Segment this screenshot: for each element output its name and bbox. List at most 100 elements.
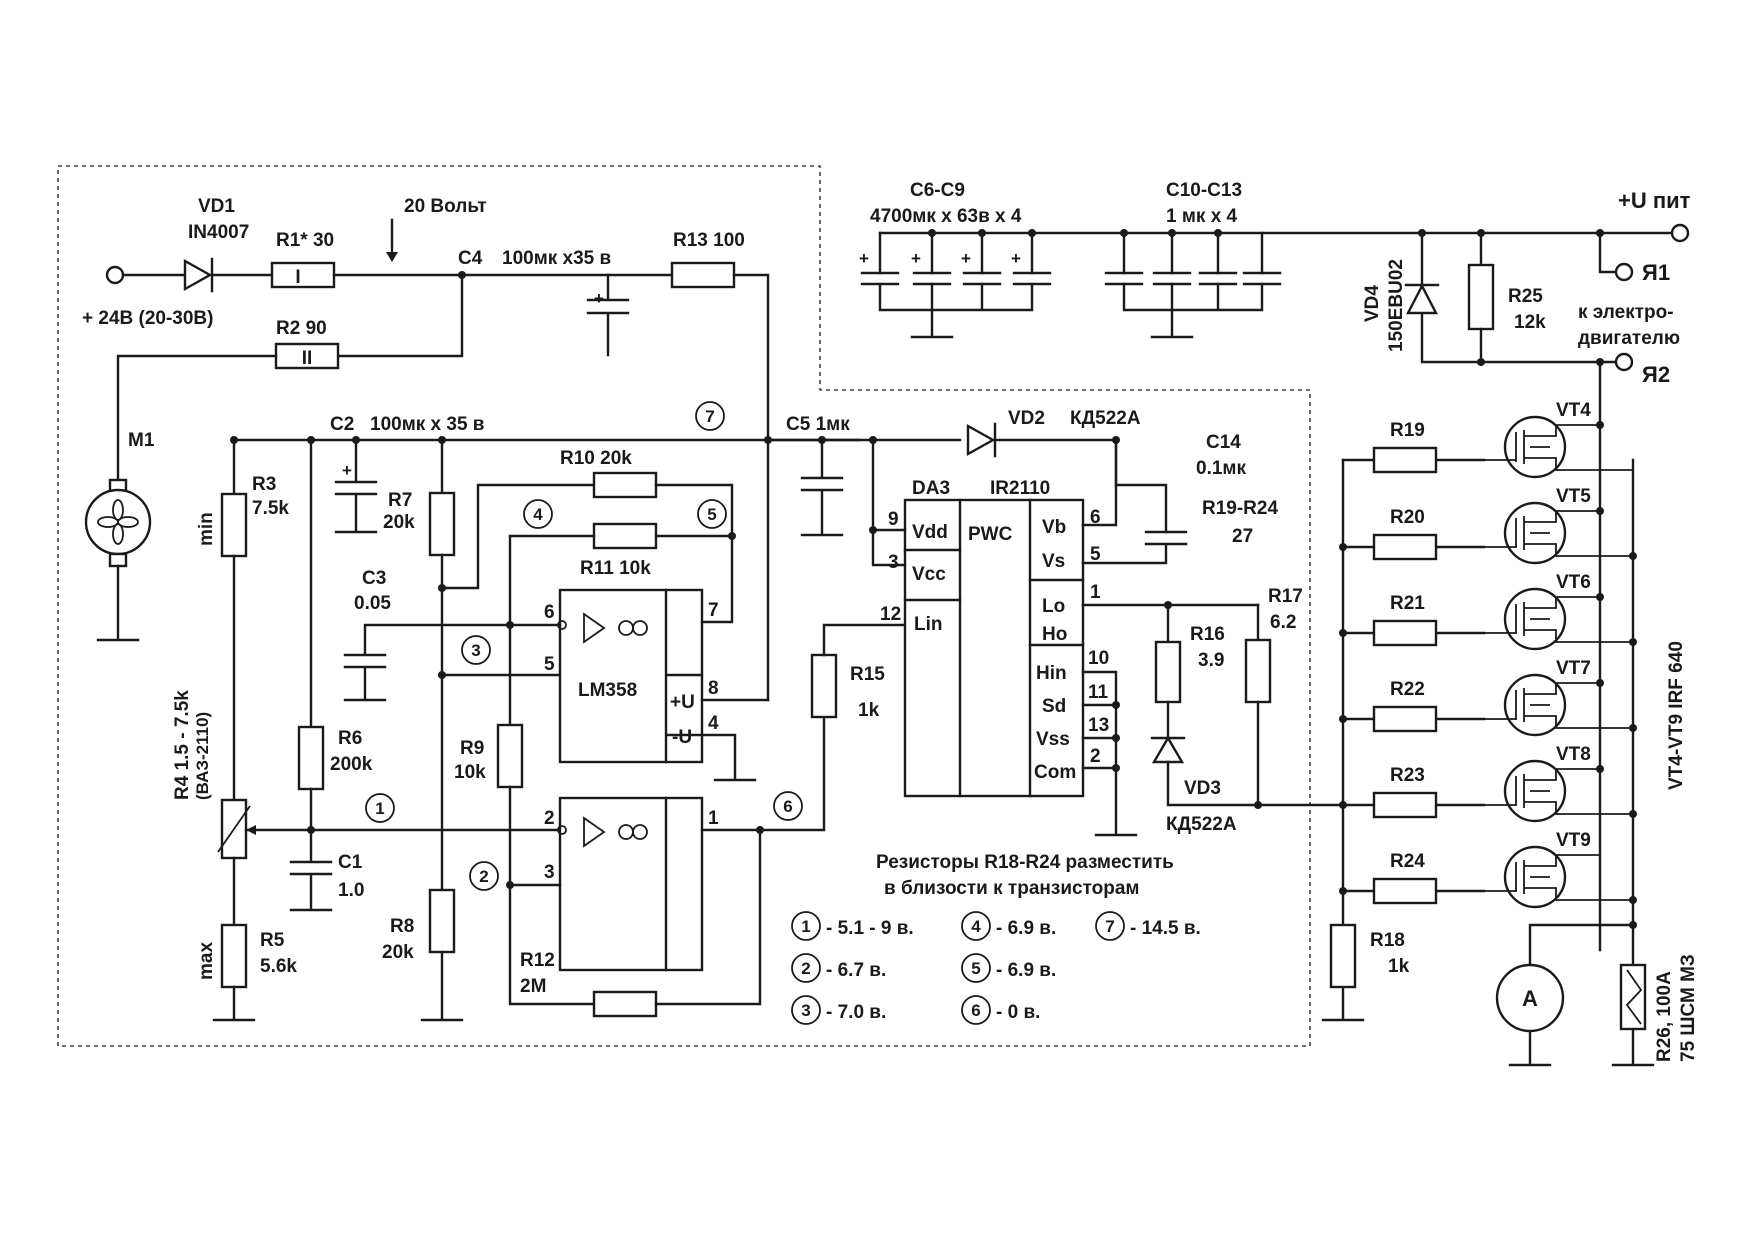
max-label: max xyxy=(196,942,217,980)
r9-label: R9 xyxy=(460,738,484,759)
vd1-label: VD1 xyxy=(198,196,235,217)
r12-resistor-symbol xyxy=(592,990,658,1018)
ya1-label: Я1 xyxy=(1642,260,1670,285)
r1-resistor-symbol xyxy=(270,261,336,289)
lm358-label: LM358 xyxy=(578,680,637,701)
ya2-label: Я2 xyxy=(1642,362,1670,387)
legend-text-4: - 6.9 в. xyxy=(996,918,1056,939)
c10-c13-value-label: 1 мк х 4 xyxy=(1166,206,1238,227)
r15-value-label: 1k xyxy=(858,700,880,721)
pin-8-opamp: 8 xyxy=(708,678,719,699)
vd4-diode-symbol xyxy=(1406,283,1438,315)
marker-1: 1 xyxy=(375,799,384,818)
marker-2: 2 xyxy=(479,867,488,886)
pin-7-opamp: 7 xyxy=(708,600,719,621)
r13-label: R13 100 xyxy=(673,230,745,251)
lm358-section xyxy=(343,471,907,1018)
plus-u-label: +U xyxy=(670,692,695,713)
legend-num-5: 5 xyxy=(971,959,980,978)
voltage-markers: 1 2 3 4 5 6 7 xyxy=(365,401,803,891)
r9-value-label: 10k xyxy=(454,762,486,783)
component-labels: VD1 IN4007 R1* 30 I 20 Вольт C4 100мк х3… xyxy=(82,180,1699,1062)
reference-section: + xyxy=(212,436,862,1022)
r13-resistor-symbol xyxy=(670,261,736,289)
r22-label: R22 xyxy=(1390,679,1425,700)
ya2-terminal xyxy=(1614,352,1634,372)
legend-text-7: - 14.5 в. xyxy=(1130,918,1201,939)
r23-label: R23 xyxy=(1390,765,1425,786)
vt7-row xyxy=(1341,673,1633,737)
r7-resistor-symbol xyxy=(428,491,456,557)
pin-10: 10 xyxy=(1088,648,1109,669)
c4-plus: + xyxy=(594,289,604,308)
c3-label: C3 xyxy=(362,568,386,589)
r4-sub-label: (ВАЗ-2110) xyxy=(193,712,212,800)
vt8-label: VT8 xyxy=(1556,744,1591,765)
r10-resistor-symbol xyxy=(592,471,658,499)
vd2-type-label: КД522А xyxy=(1070,408,1141,429)
pin-2-opamp: 2 xyxy=(544,808,555,829)
vt5-label: VT5 xyxy=(1556,486,1591,507)
r8-value-label: 20k xyxy=(382,942,414,963)
m1-shaft-bottom xyxy=(108,552,128,568)
driver-section xyxy=(764,422,1272,837)
u-pit-label: +U пит xyxy=(1618,188,1691,213)
c10-c13-label: C10-C13 xyxy=(1166,180,1242,201)
c1-value-label: 1.0 xyxy=(338,880,364,901)
minus-u-label: -U xyxy=(672,727,692,748)
vd3-diode-symbol xyxy=(1151,735,1185,764)
legend-text-3: - 7.0 в. xyxy=(826,1002,886,1023)
pin-5-opamp: 5 xyxy=(544,654,555,675)
vt4-row xyxy=(1341,415,1633,479)
r1-symbol-text: I xyxy=(295,267,300,288)
pin-11: 11 xyxy=(1088,682,1109,703)
pin-3: 3 xyxy=(888,552,899,573)
marker-6: 6 xyxy=(783,797,792,816)
vt8-row xyxy=(1341,759,1633,823)
pin-numbers: 9 3 12 6 5 1 10 11 13 2 6 5 7 8 4 2 3 1 xyxy=(544,507,1109,883)
r24-resistor-symbol xyxy=(1372,877,1438,905)
c2-label: C2 xyxy=(330,414,354,435)
pin-1-driver: 1 xyxy=(1090,582,1101,603)
r5-label: R5 xyxy=(260,930,285,951)
marker-3: 3 xyxy=(471,641,480,660)
r6-value-label: 200k xyxy=(330,754,373,775)
opamp-lower-triangle xyxy=(583,816,606,848)
pin-4-opamp: 4 xyxy=(708,713,719,734)
r18-resistor-symbol xyxy=(1329,923,1357,989)
r7-value-label: 20k xyxy=(383,512,415,533)
vt9-row xyxy=(1341,845,1633,909)
vd3-label: VD3 xyxy=(1184,778,1221,799)
voltage-legend: 1 - 5.1 - 9 в. 2 - 6.7 в. 3 - 7.0 в. 4 -… xyxy=(791,911,1201,1025)
vd1-diode-symbol xyxy=(183,258,213,292)
r20-resistor-symbol xyxy=(1372,533,1438,561)
r8-label: R8 xyxy=(390,916,414,937)
motor-label-a: к электро- xyxy=(1578,302,1674,323)
c4-label: C4 xyxy=(458,248,483,269)
ho-label: Ho xyxy=(1042,624,1067,645)
r5-value-label: 5.6k xyxy=(260,956,297,977)
r23-resistor-symbol xyxy=(1372,791,1438,819)
com-label: Com xyxy=(1034,762,1076,783)
pin-6-driver: 6 xyxy=(1090,507,1101,528)
c4-value-label: 100мк х35 в xyxy=(502,248,611,269)
marker-4: 4 xyxy=(533,505,543,524)
legend-text-5: - 6.9 в. xyxy=(996,960,1056,981)
c7-plus: + xyxy=(911,249,921,268)
ya1-terminal xyxy=(1614,262,1634,282)
note-line-b: в близости к транзисторам xyxy=(884,878,1139,899)
r4-label: R4 1.5 - 7.5k xyxy=(172,690,193,800)
r24-label: R24 xyxy=(1390,851,1425,872)
r2-label: R2 90 xyxy=(276,318,327,339)
vt9-label: VT9 xyxy=(1556,830,1591,851)
marker-5: 5 xyxy=(707,505,716,524)
legend-num-3: 3 xyxy=(801,1001,810,1020)
r25-label: R25 xyxy=(1508,286,1543,307)
vt6-row xyxy=(1341,587,1633,651)
upit-terminal xyxy=(1670,223,1690,243)
r22-resistor-symbol xyxy=(1372,705,1438,733)
motor-label-b: двигателю xyxy=(1578,328,1680,349)
ammeter-label: A xyxy=(1522,986,1538,1011)
da3-label: DA3 xyxy=(912,478,950,499)
pin-13: 13 xyxy=(1088,715,1109,736)
